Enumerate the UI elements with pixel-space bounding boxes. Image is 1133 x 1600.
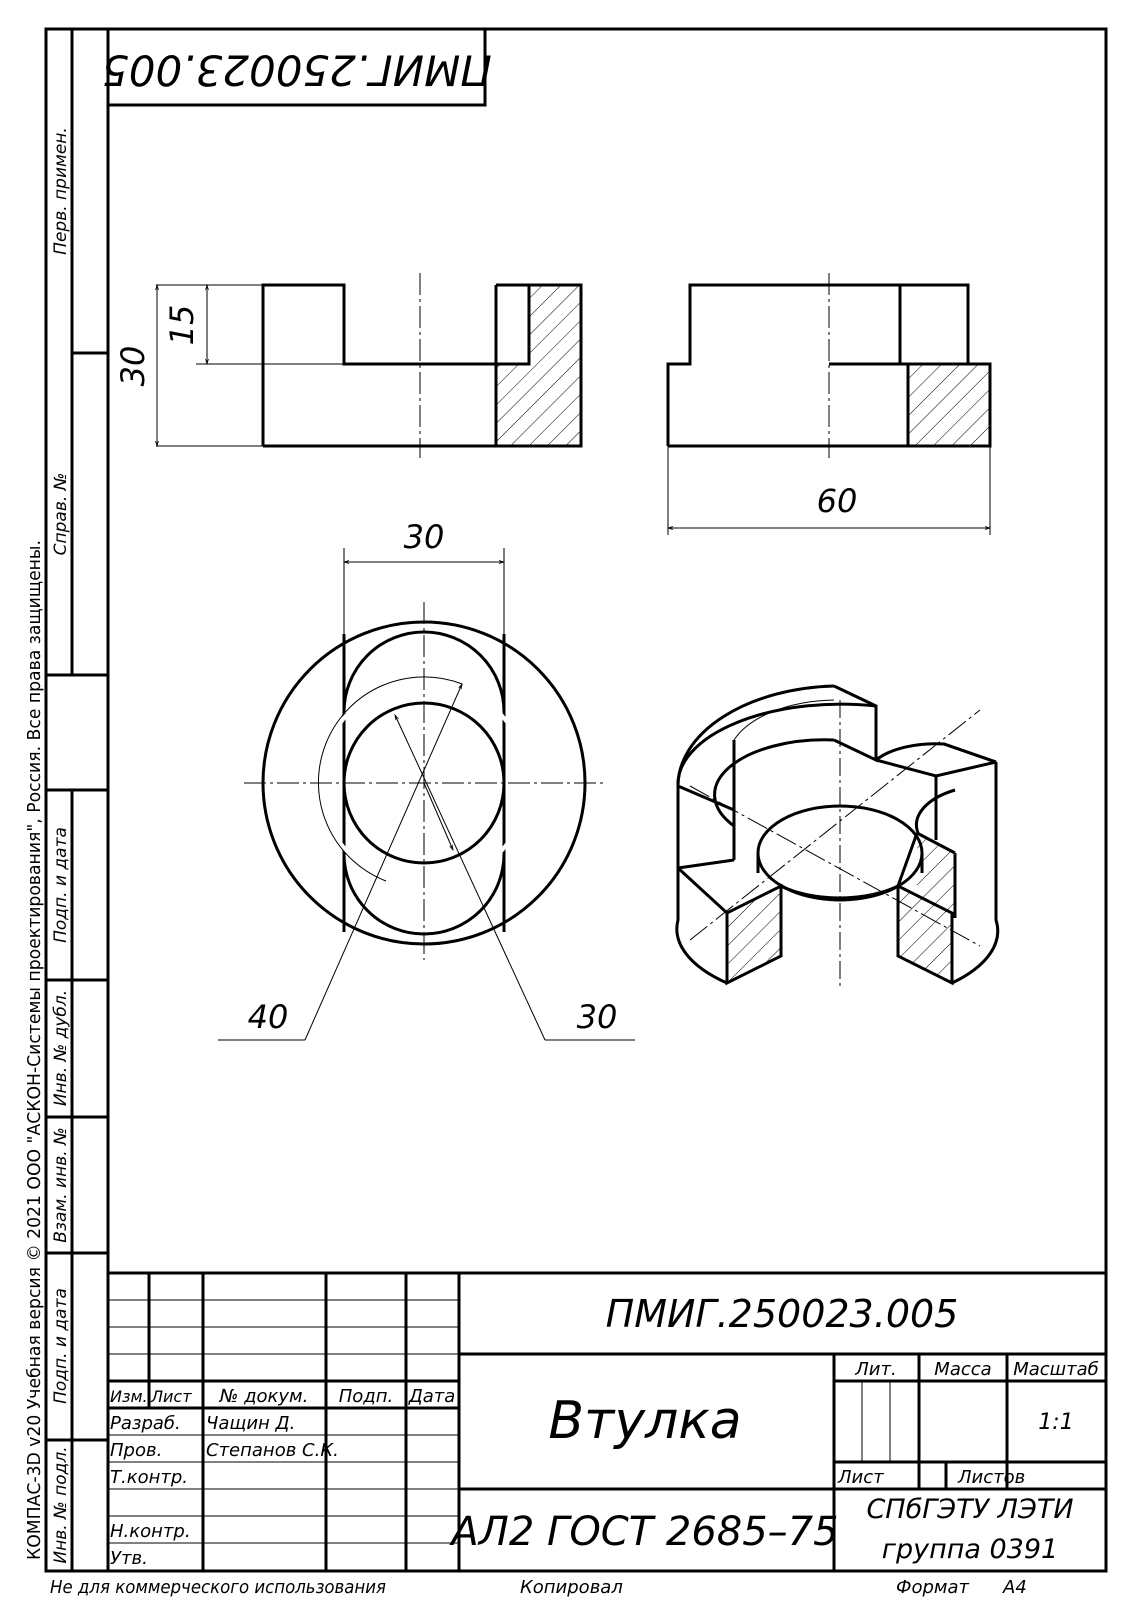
title-org-line1: СПбГЭТУ ЛЭТИ	[866, 1494, 1073, 1525]
hdr-list: Лист	[150, 1387, 192, 1406]
footer: Не для коммерческого использования Копир…	[50, 1577, 1027, 1598]
copyright-text: КОМПАС-3D v20 Учебная версия © 2021 ООО …	[25, 540, 45, 1560]
prov-label: Пров.	[110, 1440, 162, 1461]
hdr-massa: Масса	[934, 1359, 991, 1380]
dim-front-30: 30	[114, 346, 152, 387]
prov-name: Степанов С.К.	[206, 1440, 339, 1461]
side-stamps: Перв. примен. Справ. № Подп. и дата Инв.…	[25, 127, 71, 1563]
stamp-podp-data-2: Подп. и дата	[51, 1288, 71, 1404]
stamp-inv-podl: Инв. № подл.	[51, 1446, 71, 1563]
hdr-masshtab: Масштаб	[1013, 1359, 1099, 1380]
top-view: 30 40 30	[218, 518, 635, 1041]
stamp-podp-data-1: Подп. и дата	[51, 827, 71, 943]
title-block: ПМИГ.250023.005 Втулка АЛ2 ГОСТ 2685–75 …	[106, 1271, 1108, 1573]
footer-format-label: Формат	[896, 1577, 970, 1598]
footer-kopiroval: Копировал	[520, 1577, 623, 1598]
hdr-izm: Изм.	[110, 1387, 148, 1406]
top-number-text: ПМИГ.250023.005	[102, 46, 492, 95]
dim-top-40: 40	[248, 998, 289, 1036]
stamp-perv-primen: Перв. примен.	[51, 127, 71, 255]
title-drawing-number: ПМИГ.250023.005	[606, 1292, 959, 1336]
razrab-label: Разраб.	[110, 1413, 181, 1434]
hdr-lit: Лит.	[854, 1359, 896, 1380]
tkontr-label: Т.контр.	[110, 1467, 188, 1488]
stamp-inv-dubl: Инв. № дубл.	[51, 990, 71, 1106]
title-material: АЛ2 ГОСТ 2685–75	[448, 1509, 838, 1555]
nkontr-label: Н.контр.	[110, 1521, 191, 1542]
footer-format-value: А4	[1002, 1577, 1027, 1598]
dim-top-30b: 30	[577, 998, 618, 1036]
title-scale-value: 1:1	[1038, 1410, 1073, 1435]
razrab-name: Чащин Д.	[206, 1413, 295, 1434]
title-part-name: Втулка	[548, 1391, 741, 1451]
hdr-doc-no: № докум.	[219, 1386, 309, 1407]
isometric-view	[675, 684, 1000, 990]
dim-side-60: 60	[817, 482, 858, 520]
stamp-sprav-no: Справ. №	[51, 473, 71, 556]
hdr-podp: Подп.	[339, 1386, 393, 1407]
side-view: 60	[666, 273, 992, 535]
footer-noncommercial: Не для коммерческого использования	[50, 1577, 386, 1598]
hdr-list2: Лист	[837, 1467, 884, 1488]
front-view: 30 15	[114, 273, 583, 458]
sheet-frame	[44, 27, 1108, 1573]
hdr-data: Дата	[408, 1386, 456, 1407]
dim-top-30: 30	[404, 518, 445, 556]
top-number-box: ПМИГ.250023.005	[102, 27, 492, 107]
title-org-line2: группа 0391	[882, 1534, 1058, 1565]
hdr-listov: Листов	[957, 1467, 1025, 1488]
utv-label: Утв.	[110, 1548, 148, 1569]
dim-front-15: 15	[163, 305, 201, 346]
stamp-vzam-inv: Взам. инв. №	[51, 1127, 71, 1242]
